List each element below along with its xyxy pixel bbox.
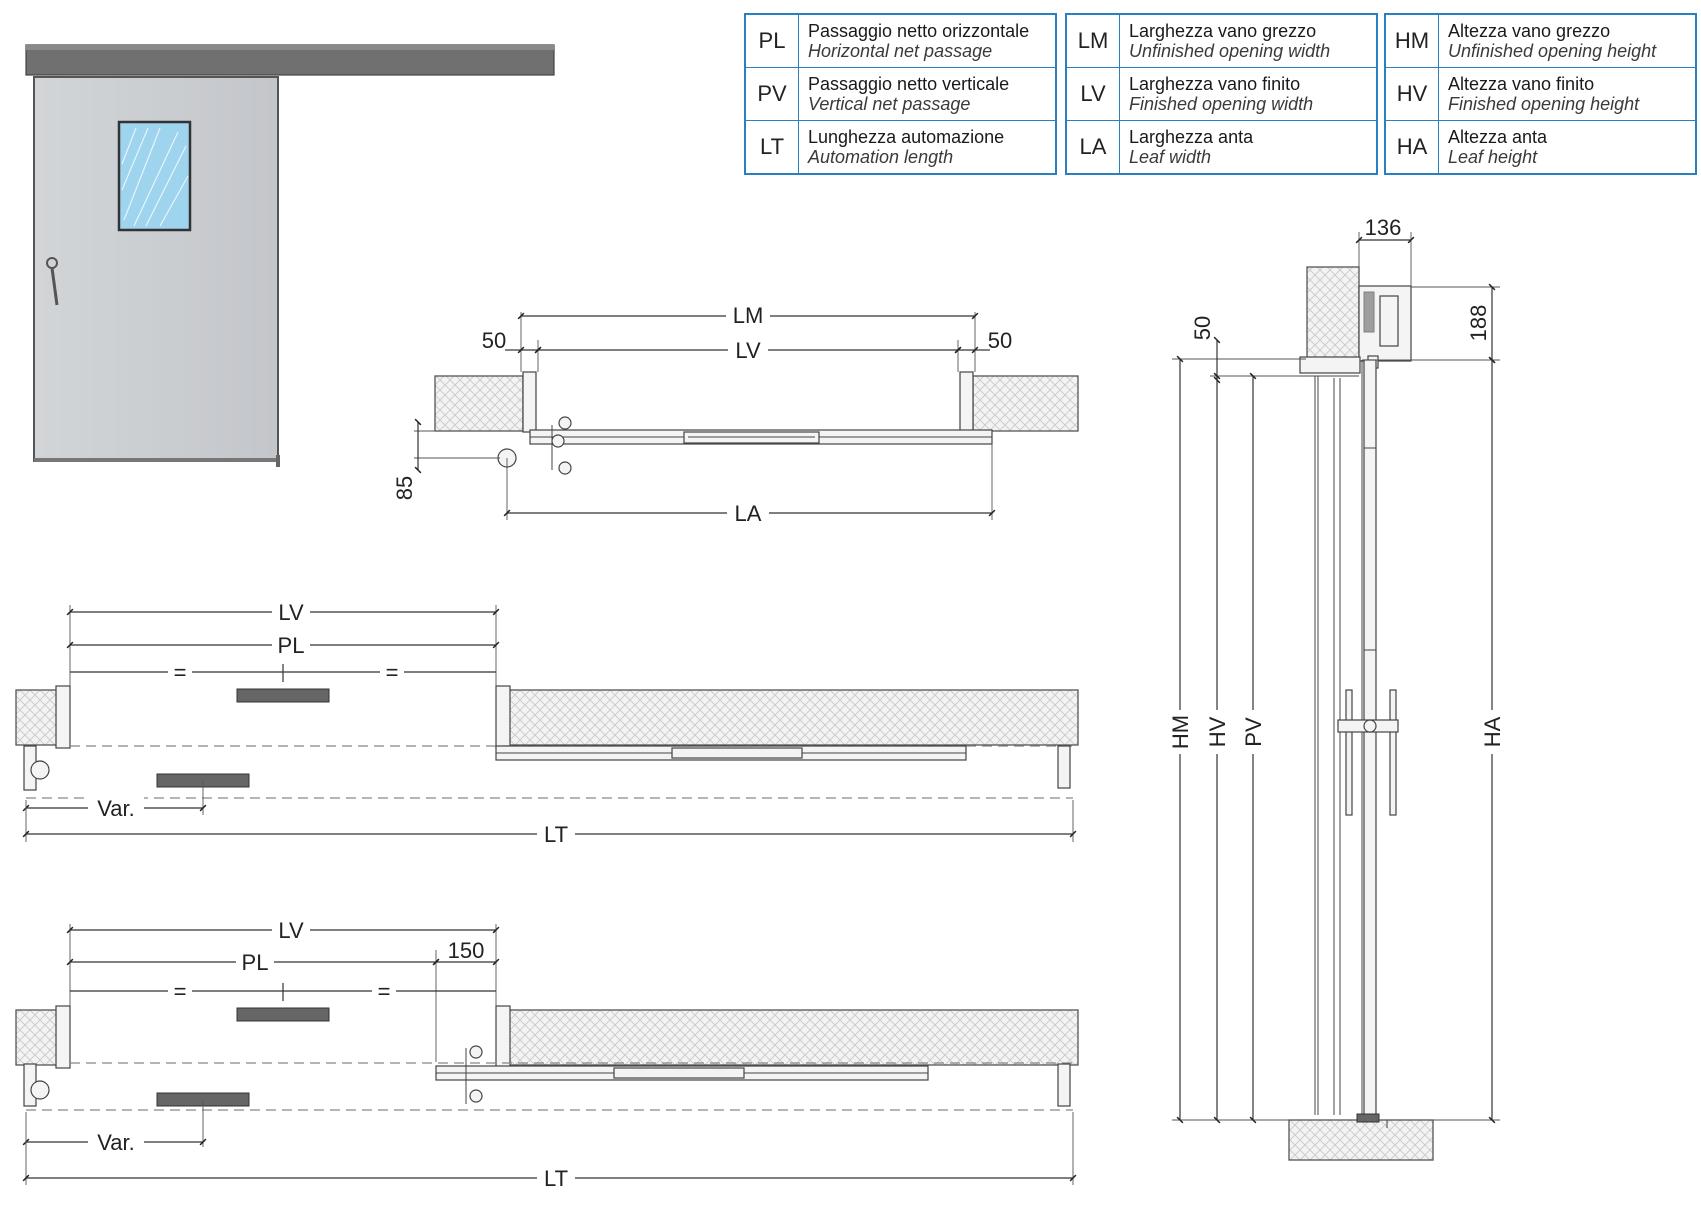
legend-english: Automation length (808, 147, 954, 167)
dimension-150: 150 (448, 938, 485, 963)
legend-english: Vertical net passage (808, 94, 971, 114)
legend-code: HV (1384, 67, 1439, 121)
dimension-hv: HV (1205, 716, 1230, 747)
legend-english: Finished opening height (1448, 94, 1640, 114)
legend-italian: Larghezza vano grezzo (1129, 21, 1317, 41)
dimension-var: Var. (97, 1130, 135, 1155)
dimension-pl: PL (242, 950, 269, 975)
equal-sign-right: = (386, 660, 399, 685)
dimension-50-left: 50 (482, 328, 506, 353)
legend-italian: Larghezza vano finito (1129, 74, 1301, 94)
legend-code: LT (744, 120, 799, 175)
legend-code: PV (744, 67, 799, 121)
legend-italian: Altezza vano finito (1448, 74, 1595, 94)
dimension-lt: LT (544, 1166, 568, 1191)
dimension-la: LA (735, 501, 762, 526)
legend-english: Unfinished opening width (1129, 41, 1331, 61)
legend-italian: Passaggio netto orizzontale (808, 21, 1030, 41)
wall-right (972, 375, 1079, 432)
legend-english: Finished opening width (1129, 94, 1314, 114)
dimension-136: 136 (1365, 215, 1402, 240)
legend-code: LM (1065, 13, 1120, 68)
legend-italian: Altezza anta (1448, 127, 1548, 147)
legend-english: Unfinished opening height (1448, 41, 1657, 61)
dimension-hm: HM (1168, 715, 1193, 749)
wall-left (434, 375, 524, 432)
dimension-85: 85 (392, 476, 417, 500)
equal-sign-left: = (174, 979, 187, 1004)
legend-code: HA (1384, 120, 1439, 175)
dimension-var: Var. (97, 796, 135, 821)
vertical-section: 136 188 50 HM HV PV HA (1167, 215, 1505, 1161)
plan-view: LM LV 50 50 85 LA (392, 303, 1079, 526)
door-window (117, 120, 192, 232)
dimension-lm: LM (733, 303, 764, 328)
dimension-ha: HA (1480, 716, 1505, 747)
equal-sign-left: = (174, 660, 187, 685)
legend-english: Horizontal net passage (808, 41, 993, 61)
dimension-pl: PL (278, 633, 305, 658)
legend-italian: Passaggio netto verticale (808, 74, 1010, 94)
dimension-50-right: 50 (988, 328, 1012, 353)
open-view: LV PL 150 = = Var. LT (15, 918, 1079, 1191)
dimension-lv: LV (735, 338, 761, 363)
legend-code: HM (1384, 13, 1439, 68)
dimension-lt: LT (544, 822, 568, 847)
door-elevation (25, 44, 555, 467)
dimension-lv: LV (278, 600, 304, 625)
legend-italian: Lunghezza automazione (808, 127, 1005, 147)
dimension-188: 188 (1466, 305, 1491, 342)
legend-english: Leaf width (1129, 147, 1212, 167)
legend-english: Leaf height (1448, 147, 1538, 167)
dimension-50: 50 (1190, 316, 1215, 340)
dimension-lv: LV (278, 918, 304, 943)
closed-view: LV PL = = Var. LT (15, 600, 1079, 847)
legend-italian: Larghezza anta (1129, 127, 1254, 147)
equal-sign-right: = (378, 979, 391, 1004)
legend-italian: Altezza vano grezzo (1448, 21, 1611, 41)
dimension-pv: PV (1241, 717, 1266, 747)
legend-code: LV (1065, 67, 1120, 121)
